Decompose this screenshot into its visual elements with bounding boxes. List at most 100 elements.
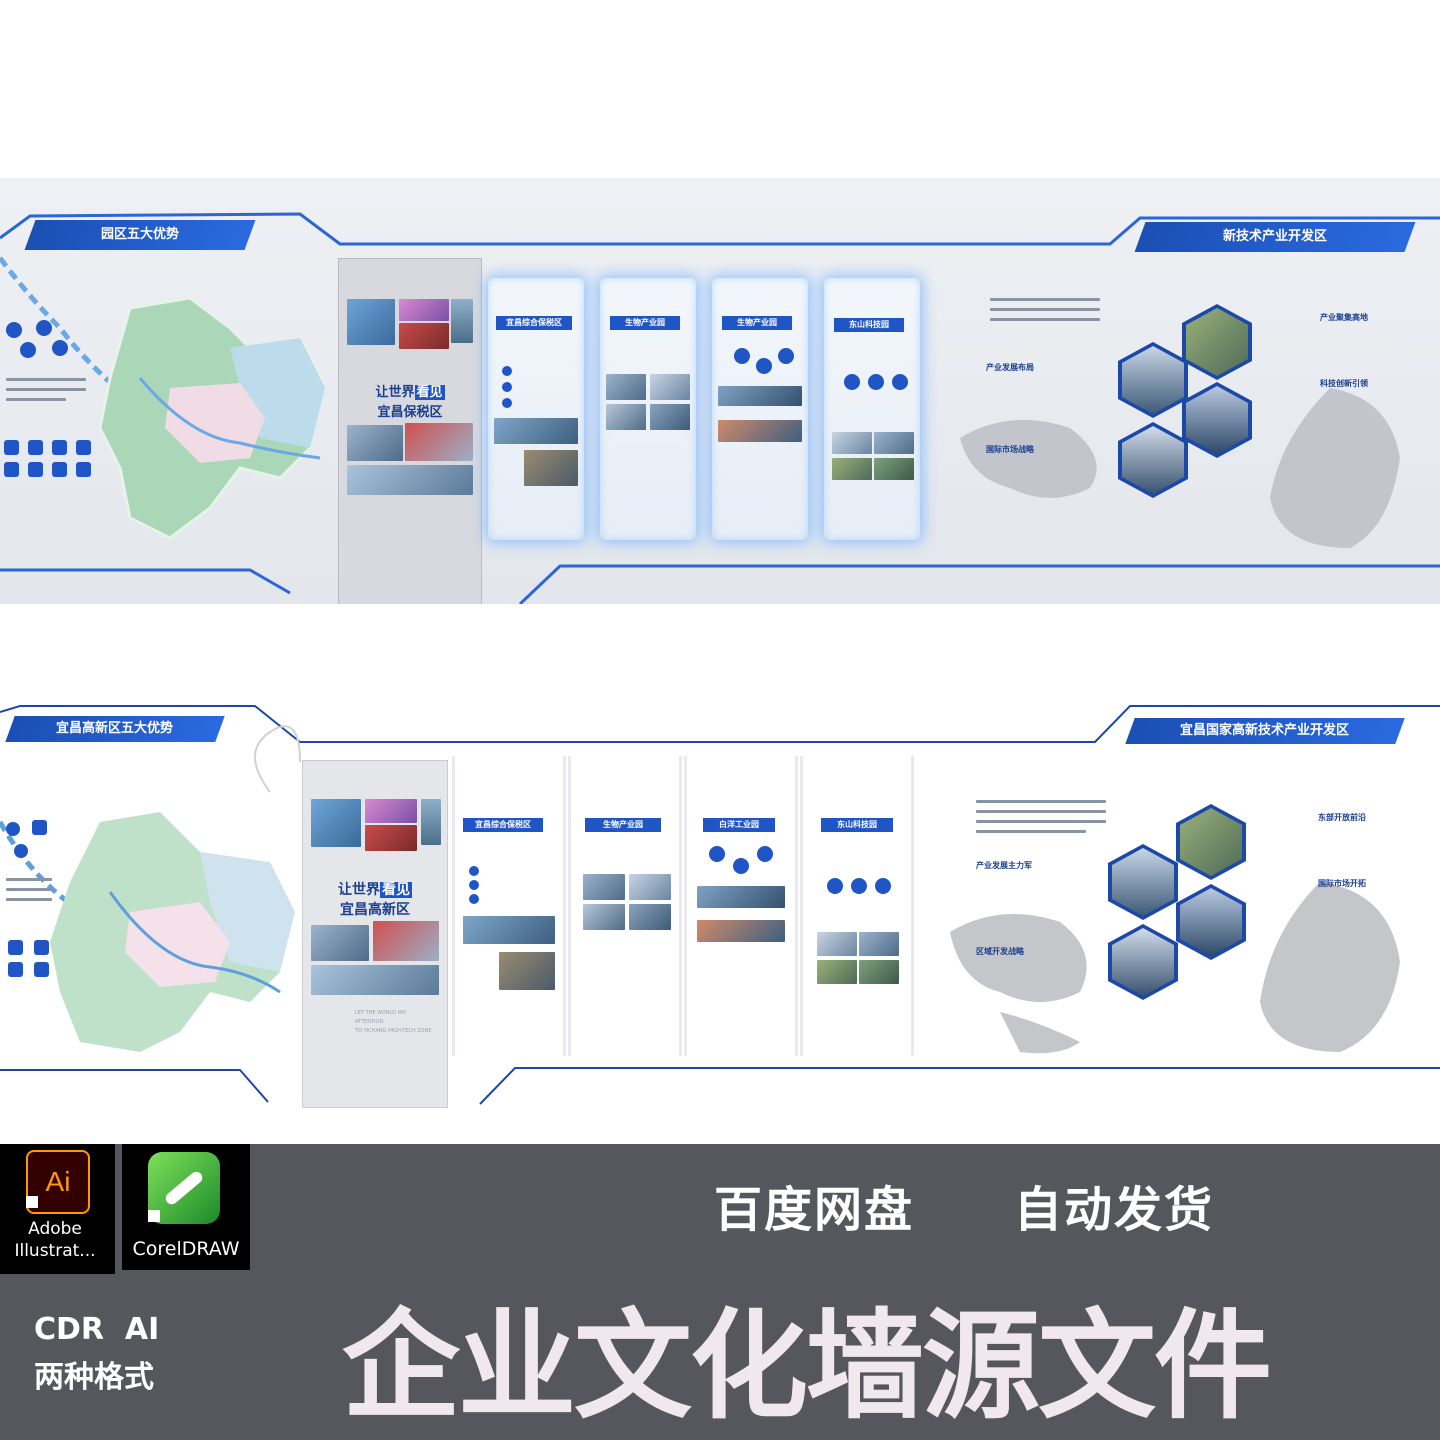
photo-plaza bbox=[373, 921, 439, 961]
circle-icon bbox=[778, 348, 794, 364]
flat-left-square-icon bbox=[32, 820, 47, 835]
shortcut-arrow-icon bbox=[148, 1210, 160, 1222]
illustrator-label: Adobe Illustrat... bbox=[0, 1218, 110, 1262]
photo-factory bbox=[606, 374, 646, 400]
promo-formats: CDR AI bbox=[34, 1312, 160, 1347]
left-circle-icon-4 bbox=[52, 340, 68, 356]
shortcut-arrow-icon bbox=[26, 1196, 38, 1208]
illustrator-label-line1: Adobe bbox=[28, 1219, 82, 1239]
flat-panel-2: 生物产业园 bbox=[568, 756, 682, 1056]
bullet-icon bbox=[502, 366, 512, 376]
photo-estate bbox=[859, 960, 899, 984]
center-headline-line1: 让世界看见 bbox=[375, 385, 445, 400]
photo-trucks bbox=[399, 323, 449, 349]
photo-bridge bbox=[697, 886, 785, 908]
bullet-icon bbox=[502, 398, 512, 408]
text-placeholder bbox=[6, 388, 86, 391]
coreldraw-tile: CorelDRAW bbox=[122, 1144, 250, 1270]
photo-plaza bbox=[405, 423, 473, 461]
text-placeholder bbox=[6, 878, 52, 881]
photo-gate bbox=[399, 299, 449, 321]
flat-region-map bbox=[50, 812, 295, 1052]
region-map bbox=[98, 296, 325, 540]
text-placeholder bbox=[976, 800, 1106, 803]
feature-square-icon bbox=[28, 462, 43, 477]
flat-left-circle-icon bbox=[14, 844, 28, 858]
feature-square-icon bbox=[76, 440, 91, 455]
section-tag-3: 生物产业园 bbox=[722, 316, 792, 330]
promo-line1-b: 自动发货 bbox=[1014, 1182, 1215, 1238]
flat-section-tag-1: 宜昌综合保税区 bbox=[463, 818, 543, 832]
photo-building bbox=[347, 425, 403, 461]
feature-square-icon bbox=[4, 462, 19, 477]
promo-formats-sub: 两种格式 bbox=[34, 1360, 154, 1395]
illustrator-label-line2: Illustrat... bbox=[14, 1241, 96, 1261]
photo-town bbox=[817, 932, 857, 956]
circle-icon bbox=[757, 846, 773, 862]
photo-plant bbox=[606, 404, 646, 430]
photo-park bbox=[629, 904, 671, 930]
photo-plant bbox=[583, 904, 625, 930]
footer-line-3: TO YICHANG HIGH-TECH ZONE bbox=[355, 1028, 432, 1034]
section-tag-1: 宜昌综合保税区 bbox=[496, 316, 572, 330]
glow-panel-2: 生物产业园 bbox=[600, 278, 696, 540]
photo-factory bbox=[583, 874, 625, 900]
feature-square-icon bbox=[76, 462, 91, 477]
section-tag-2: 生物产业园 bbox=[610, 316, 680, 330]
bullet-icon bbox=[502, 382, 512, 392]
photo-park bbox=[650, 404, 690, 430]
flat-panel-1: 宜昌综合保税区 bbox=[452, 756, 566, 1056]
flat-center-footer: LET THE WORLD PAY ATTENTION TO YICHANG H… bbox=[355, 1009, 432, 1036]
photo-town bbox=[832, 432, 872, 454]
circle-icon bbox=[851, 878, 867, 894]
photo-bridge bbox=[718, 386, 802, 406]
circle-icon bbox=[827, 878, 843, 894]
center-panel-3d: 让世界看见 宜昌保税区 bbox=[338, 258, 482, 604]
glow-panel-4: 东山科技园 bbox=[824, 278, 920, 540]
flat-feature-icon bbox=[34, 940, 49, 955]
photo-estate bbox=[874, 458, 914, 480]
photo-gate bbox=[365, 799, 417, 823]
photo-trucks bbox=[365, 825, 417, 851]
text-placeholder bbox=[990, 308, 1100, 311]
flat-right-label-1: 产业发展主力军 bbox=[976, 861, 1032, 870]
flat-panel-4: 东山科技园 bbox=[800, 756, 914, 1056]
glow-panel-3: 生物产业园 bbox=[712, 278, 808, 540]
center-headline-line2: 宜昌保税区 bbox=[377, 405, 443, 420]
right-label-4: 科技创新引领 bbox=[1320, 379, 1368, 388]
right-label-1: 产业发展布局 bbox=[986, 363, 1034, 372]
flat-feature-icon bbox=[8, 940, 23, 955]
photo-green bbox=[832, 458, 872, 480]
flat-feature-icon bbox=[8, 962, 23, 977]
text-placeholder bbox=[990, 298, 1100, 301]
illustrator-tile: Ai Adobe Illustrat... bbox=[0, 1144, 115, 1274]
photo-city bbox=[311, 799, 361, 847]
photo-tower bbox=[451, 299, 473, 343]
flat-section-tag-3: 白洋工业园 bbox=[703, 818, 775, 832]
wall-flat-layout: 宜昌高新区五大优势 宜昌国家高新技术产业开发区 让世界看见 宜昌高新区 LET … bbox=[0, 672, 1440, 1112]
footer-line-1: LET THE WORLD PAY bbox=[355, 1010, 407, 1016]
text-placeholder bbox=[976, 810, 1106, 813]
text-placeholder bbox=[6, 888, 52, 891]
world-map-silhouette bbox=[960, 388, 1400, 548]
left-circle-icon-3 bbox=[20, 342, 36, 358]
text-placeholder bbox=[6, 398, 66, 401]
coreldraw-label: CorelDRAW bbox=[132, 1238, 240, 1260]
circle-icon bbox=[868, 374, 884, 390]
flat-section-tag-2: 生物产业园 bbox=[585, 818, 661, 832]
wall-rendering-3d: 园区五大优势 新技术产业开发区 让世界看见 宜昌保税区 宜昌综合保税区 bbox=[0, 178, 1440, 604]
flat-right-banner: 宜昌国家高新技术产业开发区 bbox=[1125, 718, 1405, 744]
photo-campus bbox=[347, 465, 473, 495]
flat-trim-lines bbox=[0, 705, 1440, 1105]
flat-center-headline-line2: 宜昌高新区 bbox=[340, 902, 410, 918]
bullet-icon bbox=[469, 880, 479, 890]
promo-title: 企业文化墙源文件 bbox=[342, 1297, 1272, 1435]
photo-port bbox=[697, 920, 785, 942]
flat-world-map-silhouette bbox=[950, 882, 1400, 1054]
photo-lab bbox=[629, 874, 671, 900]
text-placeholder bbox=[976, 830, 1086, 833]
flat-section-tag-4: 东山科技园 bbox=[821, 818, 893, 832]
top-right-banner: 新技术产业开发区 bbox=[1134, 222, 1416, 252]
circle-icon bbox=[709, 846, 725, 862]
text-placeholder bbox=[976, 820, 1106, 823]
